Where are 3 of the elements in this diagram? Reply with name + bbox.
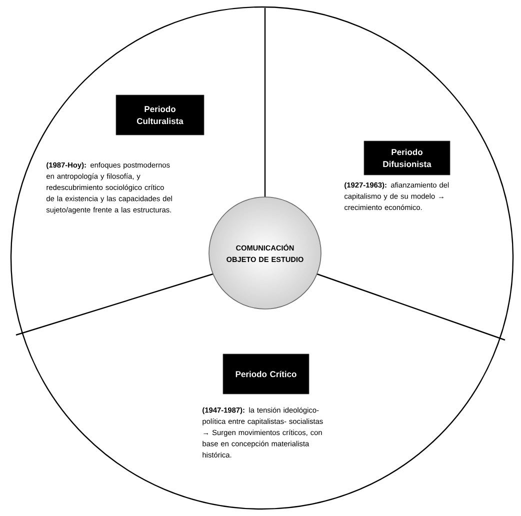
title-box: Periodo Crítico [222,354,310,394]
title-box: Periodo Culturalista [116,94,204,136]
title-box: Periodo Difusionista [364,140,450,176]
